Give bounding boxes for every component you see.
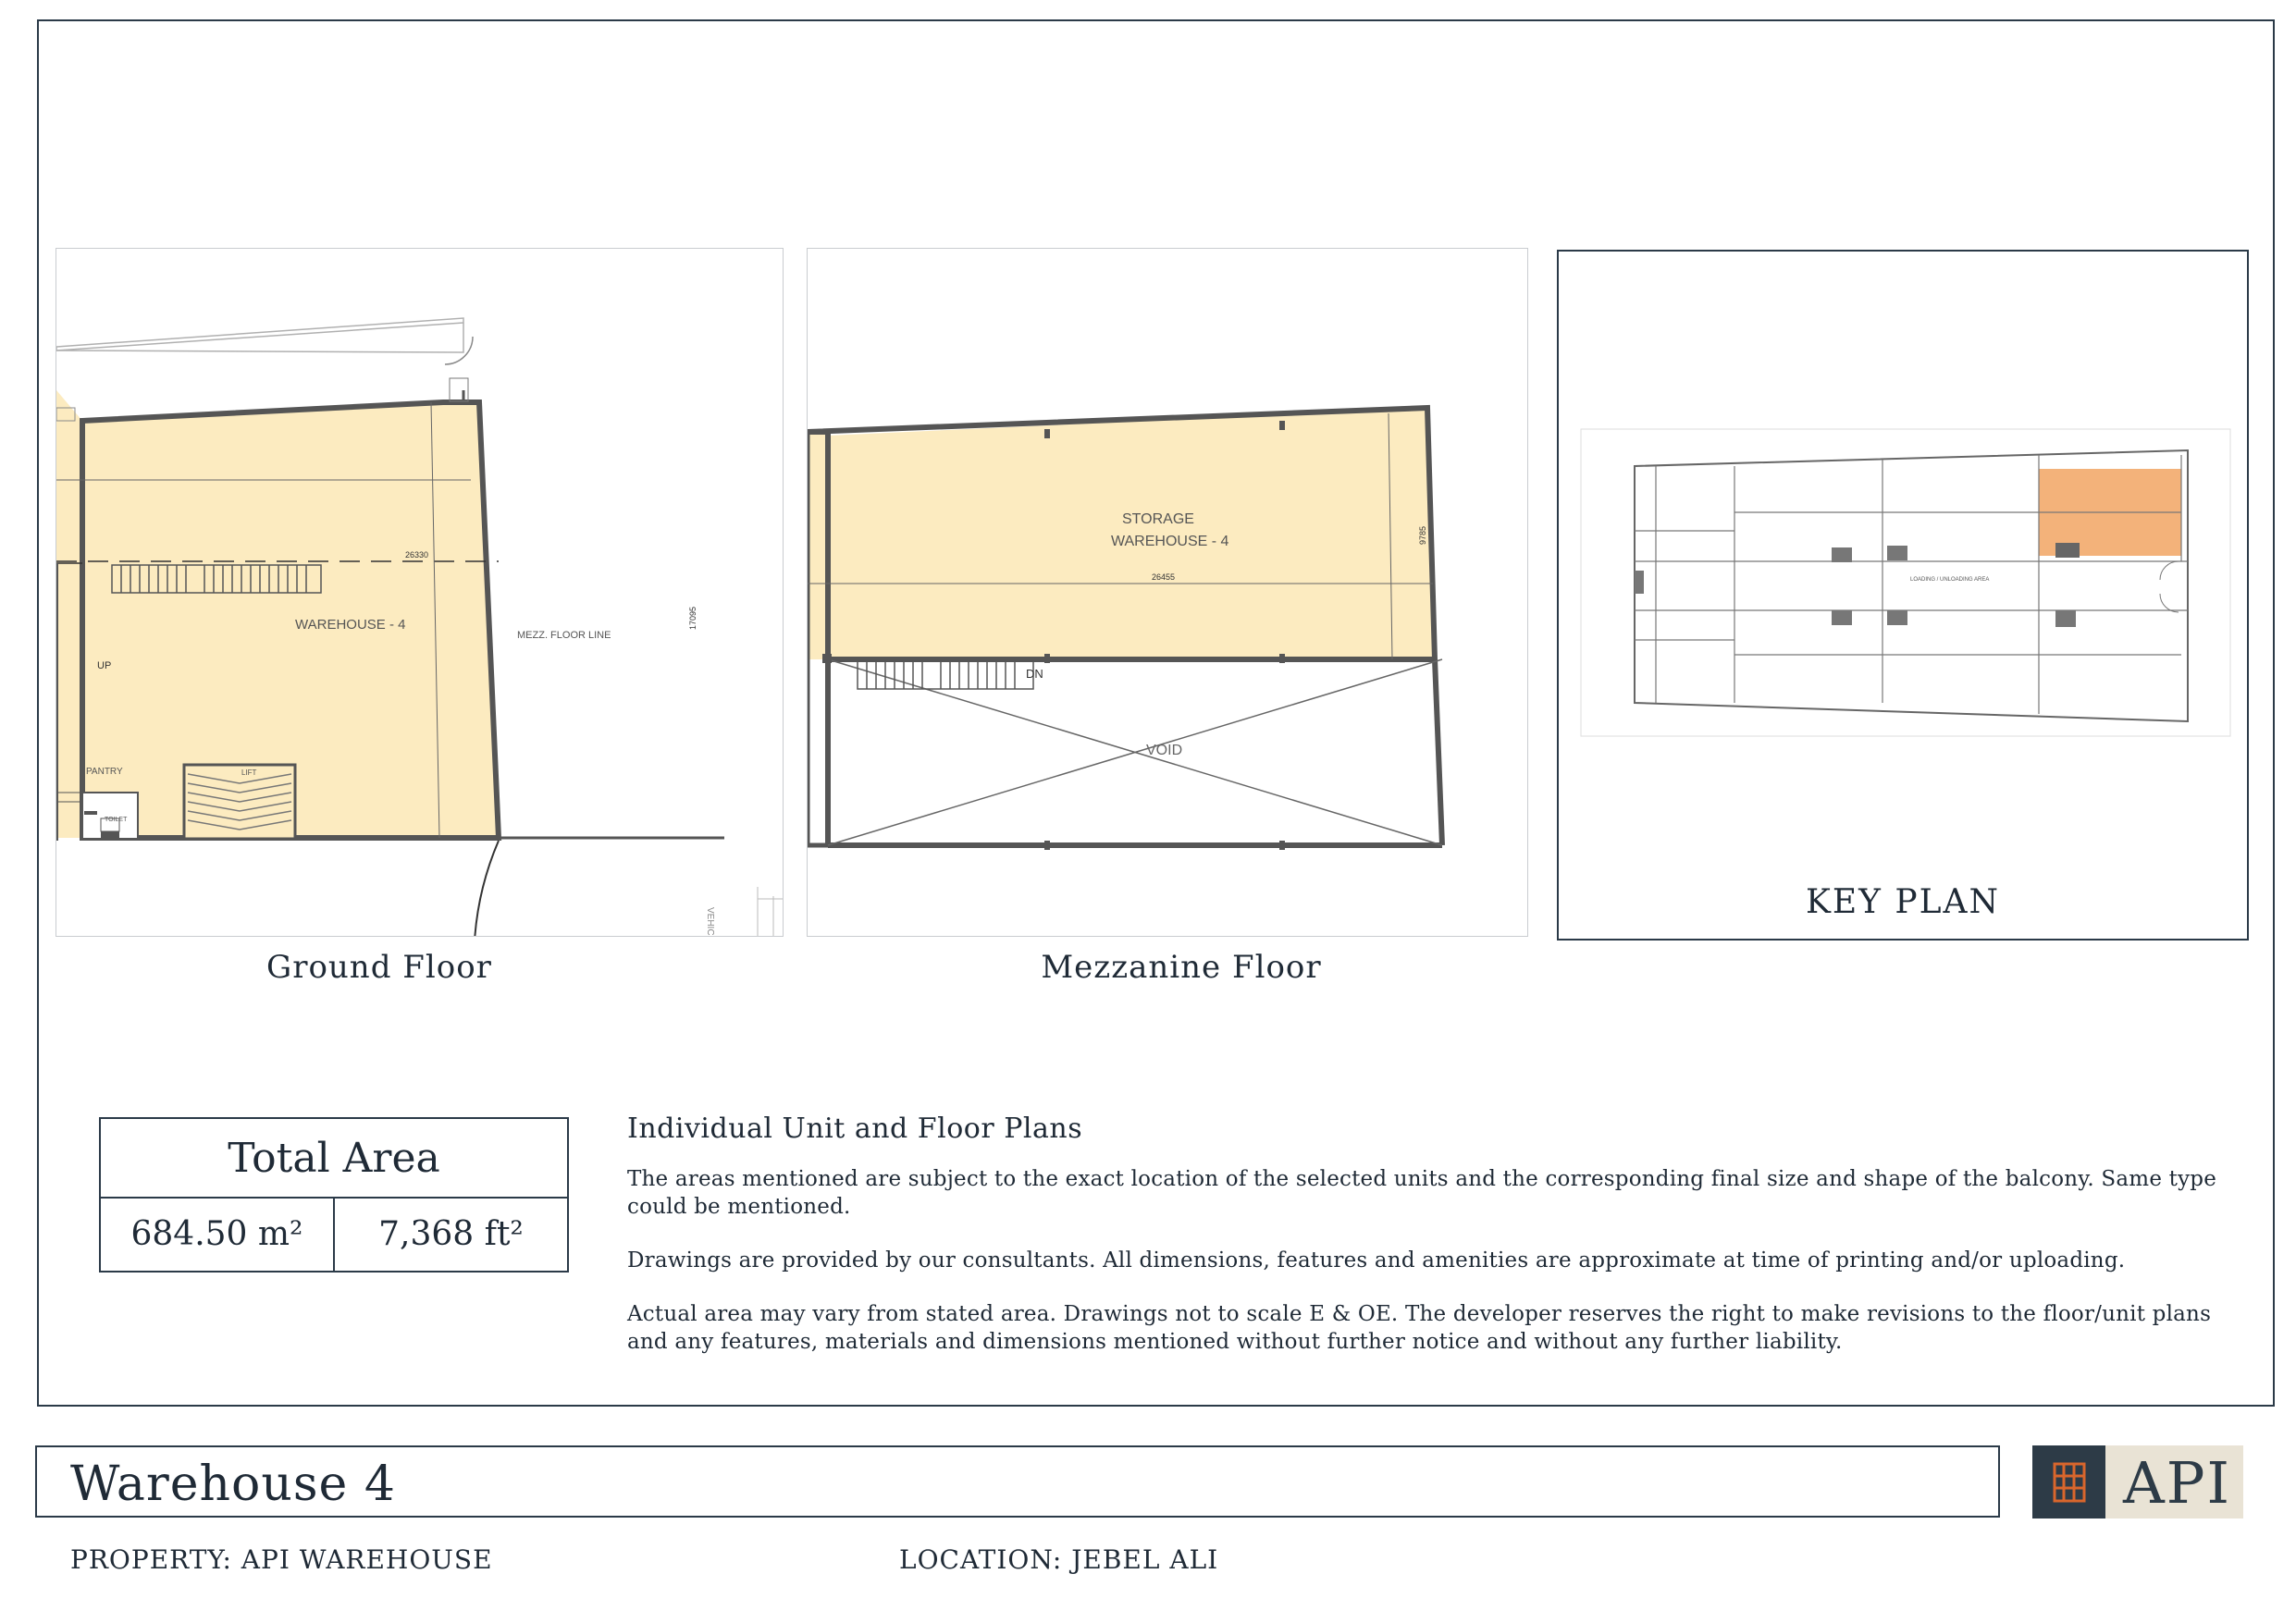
page-frame	[37, 19, 2275, 1407]
unit-label: WAREHOUSE - 4	[1111, 534, 1229, 549]
void-label: VOID	[1146, 743, 1183, 758]
disclaimer-notes: Individual Unit and Floor Plans The area…	[627, 1113, 2223, 1382]
toilet-label: TOILET	[105, 817, 128, 823]
area-sqm: 684.50 m²	[101, 1199, 335, 1271]
mezzanine-floor-plan: STORAGE WAREHOUSE - 4 26455 9785 DN VOID	[807, 248, 1528, 937]
title-bar: Warehouse 4	[35, 1445, 2000, 1518]
pantry-label: PANTRY	[86, 767, 123, 777]
location-label: LOCATION: JEBEL ALI	[899, 1544, 1219, 1575]
key-plan-caption: KEY PLAN	[1805, 883, 2000, 921]
dim-width-label: 26330	[405, 550, 429, 559]
logo-text: API	[2123, 1449, 2231, 1517]
notes-paragraph-3: Actual area may vary from stated area. D…	[627, 1302, 2212, 1354]
mezzanine-floor-caption: Mezzanine Floor	[1041, 949, 1322, 986]
stair-up-label: UP	[97, 660, 112, 671]
area-sqft: 7,368 ft²	[378, 1215, 524, 1253]
total-area-table: Total Area 684.50 m² 7,368 ft²	[99, 1117, 569, 1273]
notes-paragraph-1: The areas mentioned are subject to the e…	[627, 1167, 2217, 1219]
document-title: Warehouse 4	[70, 1457, 396, 1512]
mezz-line-label: MEZZ. FLOOR LINE	[517, 630, 611, 641]
vehicles-label: VEHICLES	[705, 907, 715, 937]
notes-heading: Individual Unit and Floor Plans	[627, 1113, 1083, 1145]
api-logo: API	[2032, 1445, 2243, 1518]
ground-floor-caption: Ground Floor	[266, 949, 492, 986]
notes-paragraph-2: Drawings are provided by our consultants…	[627, 1248, 2126, 1273]
property-label: PROPERTY: API WAREHOUSE	[70, 1544, 493, 1575]
lift-label: LIFT	[241, 768, 257, 777]
dim-width-label: 26455	[1152, 572, 1176, 582]
total-area-title: Total Area	[101, 1119, 567, 1199]
loading-area-label: LOADING / UNLOADING AREA	[1910, 577, 1990, 583]
logo-mark-icon	[2032, 1445, 2105, 1518]
stair-dn-label: DN	[1026, 667, 1043, 681]
storage-label: STORAGE	[1122, 511, 1194, 527]
unit-label: WAREHOUSE - 4	[295, 617, 406, 633]
dim-depth-label: 9785	[1418, 525, 1427, 545]
ground-floor-plan: WAREHOUSE - 4 26330 17095 MEZZ. FLOOR LI…	[56, 248, 784, 937]
dim-depth-label: 17095	[688, 606, 697, 630]
key-plan: LOADING / UNLOADING AREA	[1557, 250, 2249, 941]
